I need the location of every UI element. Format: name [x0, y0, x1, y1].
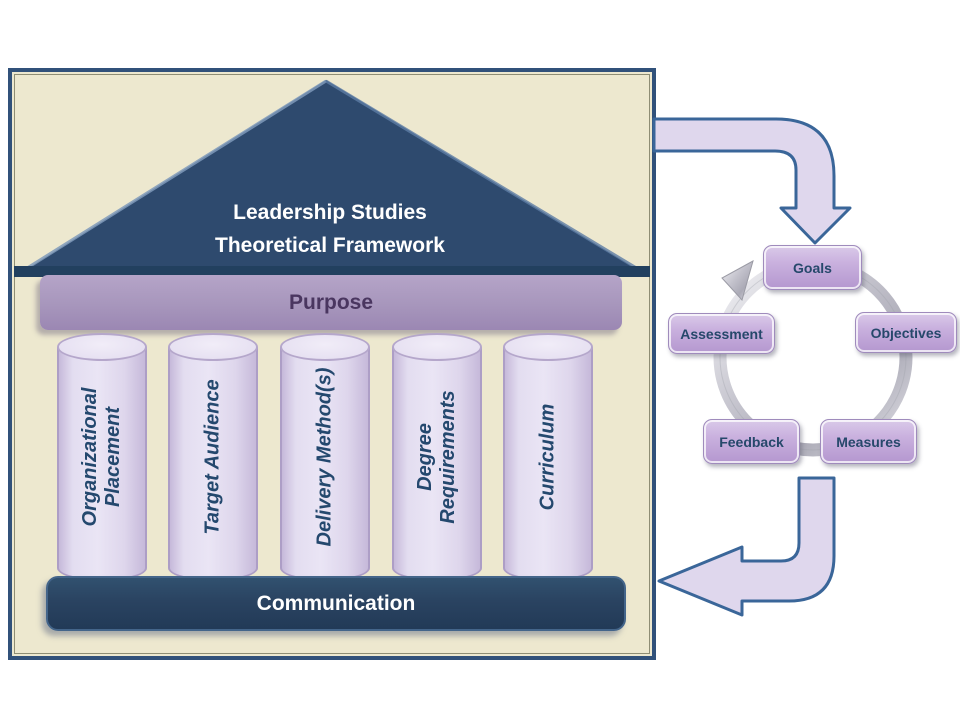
- pillar-degree-requirements: Degree Requirements: [392, 333, 482, 581]
- cycle-node-feedback: Feedback: [703, 419, 800, 464]
- pillar-label: Delivery Method(s): [313, 367, 336, 547]
- cycle-node-label: Objectives: [870, 324, 942, 341]
- purpose-beam: Purpose: [40, 275, 622, 330]
- cycle-node-goals: Goals: [763, 245, 862, 290]
- pillar-cylinder-top: [503, 333, 593, 361]
- cycle-node-label: Goals: [793, 259, 832, 276]
- roof-title: Leadership Studies Theoretical Framework: [215, 201, 445, 257]
- pillar-organizational-placement: Organizational Placement: [57, 333, 147, 581]
- pillar-label: Degree Requirements: [414, 390, 459, 524]
- pillar-target-audience: Target Audience: [168, 333, 258, 581]
- purpose-beam-label: Purpose: [288, 290, 374, 314]
- cycle-arrowhead-icon: [721, 259, 754, 302]
- elbow-arrow-left-icon: [657, 476, 836, 617]
- pillar-cylinder-body: [57, 347, 147, 581]
- pillar-curriculum: Curriculum: [503, 333, 593, 581]
- cycle-node-label: Measures: [836, 433, 901, 450]
- roof-eave: [14, 266, 650, 277]
- pillar-label: Curriculum: [536, 403, 559, 511]
- pillar-cylinder-top: [392, 333, 482, 361]
- pillar-label: Organizational Placement: [79, 387, 124, 527]
- pillar-cylinder-top: [280, 333, 370, 361]
- cycle-node-objectives: Objectives: [855, 312, 957, 353]
- pillar-delivery-methods: Delivery Method(s): [280, 333, 370, 581]
- pillar-cylinder-top: [168, 333, 258, 361]
- cycle-node-measures: Measures: [820, 419, 917, 464]
- pillar-cylinder-body: [392, 347, 482, 581]
- cycle-node-label: Assessment: [680, 325, 763, 342]
- pillar-cylinder-body: [503, 347, 593, 581]
- cycle-node-assessment: Assessment: [668, 313, 775, 354]
- pillar-cylinder-body: [280, 347, 370, 581]
- elbow-arrow-down-icon: [652, 117, 852, 245]
- pillar-label: Target Audience: [201, 379, 224, 535]
- temple-roof: [14, 79, 650, 277]
- communication-base-label: Communication: [256, 591, 416, 615]
- communication-base: Communication: [46, 576, 626, 631]
- pillar-cylinder-top: [57, 333, 147, 361]
- cycle-node-label: Feedback: [719, 433, 784, 450]
